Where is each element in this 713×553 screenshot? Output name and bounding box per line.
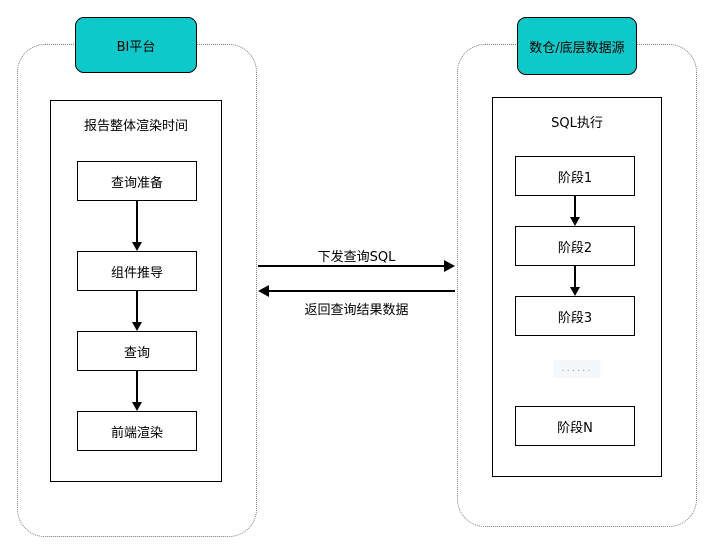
arrowhead-left-icon xyxy=(258,285,269,297)
step-query: 查询 xyxy=(77,331,197,371)
response-arrow xyxy=(258,285,455,297)
step-stage-3: 阶段3 xyxy=(515,296,635,336)
step-stage-n: 阶段N xyxy=(515,406,635,446)
report-render-time-box: 报告整体渲染时间 查询准备 组件推导 查询 前端渲染 xyxy=(50,100,222,482)
step-stage-2: 阶段2 xyxy=(515,226,635,266)
down-arrow xyxy=(569,196,581,226)
step-frontend-render: 前端渲染 xyxy=(77,411,197,451)
datasource-label: 数仓/底层数据源 xyxy=(529,40,625,56)
down-arrow xyxy=(131,201,143,251)
arrowhead-down-icon xyxy=(570,217,580,226)
sql-execution-box: SQL执行 阶段1 阶段2 阶段3 ...... 阶段N xyxy=(492,97,662,477)
arrowhead-down-icon xyxy=(132,242,142,251)
down-arrow xyxy=(131,371,143,411)
arrowhead-down-icon xyxy=(570,287,580,296)
bi-platform-node: BI平台 xyxy=(75,17,197,73)
response-arrow-label: 返回查询结果数据 xyxy=(304,303,409,318)
step-stage-1: 阶段1 xyxy=(515,156,635,196)
arrowhead-down-icon xyxy=(132,322,142,331)
down-arrow xyxy=(569,266,581,296)
report-render-time-title: 报告整体渲染时间 xyxy=(83,119,188,134)
sql-execution-title: SQL执行 xyxy=(551,116,603,131)
step-query-prepare: 查询准备 xyxy=(77,161,197,201)
bi-platform-label: BI平台 xyxy=(116,39,156,55)
request-arrow xyxy=(258,260,455,272)
request-arrow-label: 下发查询SQL xyxy=(317,250,396,265)
datasource-node: 数仓/底层数据源 xyxy=(517,17,637,75)
step-component-derivation: 组件推导 xyxy=(77,251,197,291)
down-arrow xyxy=(131,291,143,331)
ellipsis-text: ...... xyxy=(553,360,601,378)
arrowhead-right-icon xyxy=(444,260,455,272)
arrowhead-down-icon xyxy=(132,402,142,411)
